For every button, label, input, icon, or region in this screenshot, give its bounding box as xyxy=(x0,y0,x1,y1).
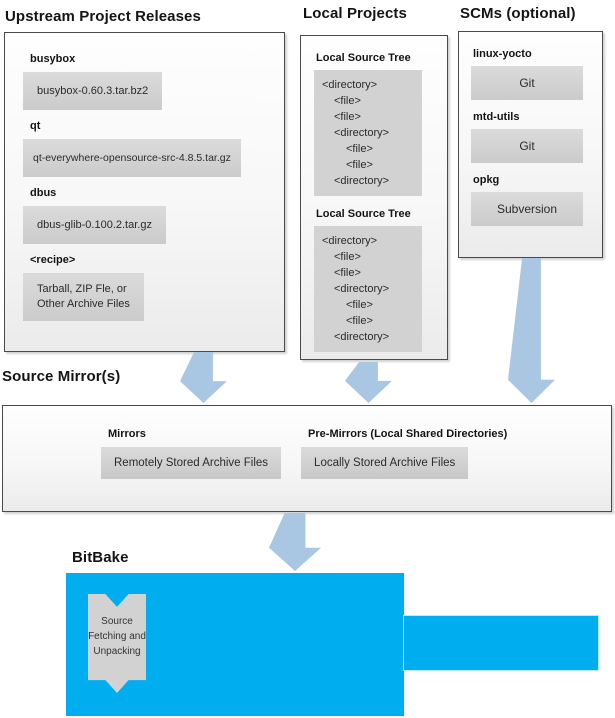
pre-mirrors-group: Pre-Mirrors (Local Shared Directories) L… xyxy=(301,428,507,479)
scm-type-box: Subversion xyxy=(471,192,583,226)
tree-item: <file> xyxy=(346,315,373,327)
tarball-box: busybox-0.60.3.tar.bz2 xyxy=(23,72,163,110)
source-mirrors-panel: Mirrors Remotely Stored Archive Files Pr… xyxy=(2,405,612,512)
local-source-tree-label: Local Source Tree xyxy=(316,208,411,220)
scm-recipe-label: linux-yocto xyxy=(473,48,532,60)
mirrors-group: Mirrors Remotely Stored Archive Files xyxy=(101,428,282,479)
process-step-line: Unpacking xyxy=(93,646,141,657)
tarball-box: qt-everywhere-opensource-src-4.8.5.tar.g… xyxy=(23,139,241,177)
local-projects-title: Local Projects xyxy=(303,5,407,22)
local-source-tree-label: Local Source Tree xyxy=(316,52,411,64)
tree-item: <directory> xyxy=(334,283,390,295)
tree-item: <file> xyxy=(334,251,361,263)
mirrors-label: Mirrors xyxy=(108,428,146,440)
source-mirrors-title: Source Mirror(s) xyxy=(2,368,121,385)
recipe-name-label: dbus xyxy=(30,187,57,199)
scm-recipe-label: mtd-utils xyxy=(473,111,520,123)
local-source-tree-box: <directory> <file> <file> <directory> <f… xyxy=(314,226,422,352)
tree-item: <file> xyxy=(346,143,373,155)
tree-item: <file> xyxy=(346,159,373,171)
process-step-line: Fetching and xyxy=(88,631,146,642)
scms-title: SCMs (optional) xyxy=(460,5,576,22)
tree-item: <file> xyxy=(334,111,361,123)
recipe-name-label: qt xyxy=(30,120,41,132)
tree-item: <directory> xyxy=(322,235,378,247)
tree-item: <file> xyxy=(334,267,361,279)
upstream-releases-title: Upstream Project Releases xyxy=(5,8,201,25)
down-arrow-local-to-mirrors xyxy=(345,362,392,403)
archive-types-line: Other Archive Files xyxy=(37,298,130,310)
down-arrow-scms-to-mirrors xyxy=(508,258,555,403)
tree-item: <directory> xyxy=(322,79,378,91)
local-projects-panel: Local Source Tree <directory> <file> <fi… xyxy=(300,35,448,360)
tree-item: <directory> xyxy=(334,127,390,139)
scms-panel: linux-yocto Git mtd-utils Git opkg Subve… xyxy=(458,31,603,258)
scm-type-box: Git xyxy=(471,129,583,163)
bitbake-title: BitBake xyxy=(72,549,129,566)
recipe-name-label: <recipe> xyxy=(30,254,76,266)
pre-mirrors-label: Pre-Mirrors (Local Shared Directories) xyxy=(308,428,508,440)
remote-archive-box: Remotely Stored Archive Files xyxy=(101,447,282,479)
tree-item: <file> xyxy=(334,95,361,107)
local-archive-box: Locally Stored Archive Files xyxy=(301,447,469,479)
tree-item: <file> xyxy=(346,299,373,311)
upstream-releases-panel: busybox busybox-0.60.3.tar.bz2 qt qt-eve… xyxy=(4,32,285,352)
down-arrow-mirrors-to-bitbake xyxy=(269,513,321,571)
source-fetching-unpacking-step: Source Fetching and Unpacking xyxy=(88,594,146,693)
down-arrow-upstream-to-mirrors xyxy=(180,352,227,403)
tarball-box: dbus-glib-0.100.2.tar.gz xyxy=(23,206,166,244)
archive-types-box: Tarball, ZIP Fle, or Other Archive Files xyxy=(23,273,144,321)
scm-type-box: Git xyxy=(471,66,583,100)
archive-types-line: Tarball, ZIP Fle, or xyxy=(37,283,127,295)
local-source-tree-box: <directory> <file> <file> <directory> <f… xyxy=(314,70,422,196)
recipe-name-label: busybox xyxy=(30,53,76,65)
process-step-line: Source xyxy=(101,616,133,627)
scm-recipe-label: opkg xyxy=(473,174,500,186)
tree-item: <directory> xyxy=(334,331,390,343)
bitbake-pipeline-extension xyxy=(404,616,598,670)
tree-item: <directory> xyxy=(334,175,390,187)
